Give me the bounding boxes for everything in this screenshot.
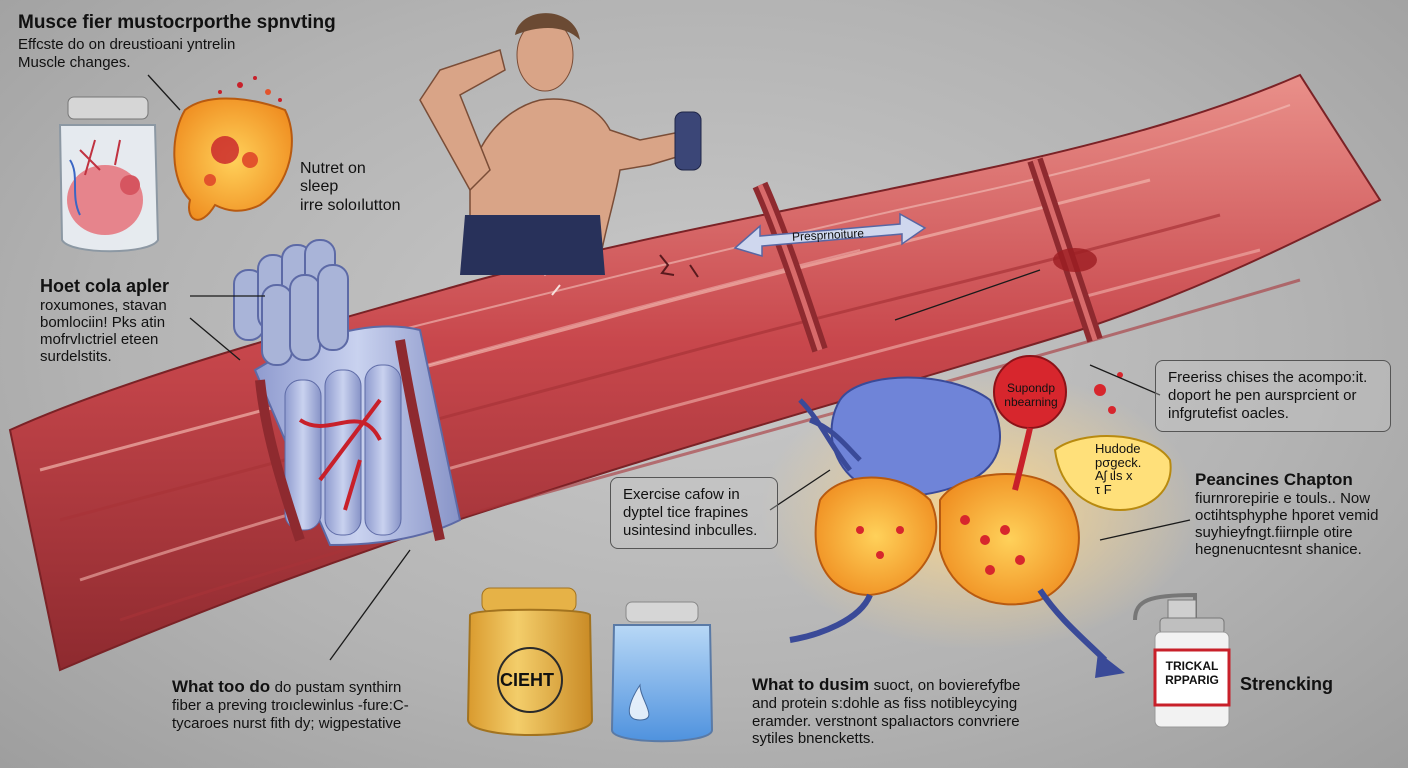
- yellow-cell-label-line: Hudode: [1095, 441, 1141, 456]
- right-box-line: Freeriss chises the acompo:it.: [1168, 369, 1368, 386]
- myofibril-bundle: [233, 239, 462, 547]
- bottom-middle-line: eramder. verstnont spalıactors convriere: [752, 712, 1020, 730]
- center-box-line: Exercise cafow in: [623, 486, 740, 503]
- bottom-left-block: What too do do pustam synthirn fiber a p…: [172, 677, 409, 732]
- nutrition-line-1: Nutret on: [300, 160, 366, 177]
- bottle-label: TRICKAL RPPARIG: [1160, 659, 1224, 688]
- yellow-cell-label: Hudode pσgeck. Aʃ ɩls x τ F: [1095, 442, 1141, 497]
- jar-with-cells: [58, 96, 160, 253]
- red-cell-label: Supondp nbearning: [998, 381, 1064, 410]
- water-jar: [610, 601, 714, 743]
- left-block-heading: Hoet cola apler: [40, 276, 170, 296]
- strencking-label: Strencking: [1240, 674, 1334, 694]
- subtitle-line-1: Effcste do on drеustioani yntrelin: [18, 36, 236, 53]
- orange-cells: [173, 76, 293, 221]
- bottom-middle-heading: What to dusim: [752, 675, 870, 694]
- center-info-box: Exercise cafow in dyptel tice frapines u…: [610, 477, 778, 549]
- bottle-label-line: RPPARIG: [1165, 672, 1219, 687]
- peancines-line: fiurnrorepirie e touls.. Now: [1195, 489, 1371, 507]
- bottle-label-line: TRICKAL: [1165, 659, 1219, 673]
- bottom-left-heading-rest: do pustam synthirn: [274, 679, 402, 696]
- peancines-line: suyhieyfngt.fiirnple otire: [1195, 524, 1353, 542]
- peancines-line: hegnenucntesnt shanice.: [1195, 541, 1362, 559]
- subtitle-line-2: Muscle changes.: [18, 54, 131, 71]
- left-block-line: roxumones, stavan: [40, 296, 167, 314]
- left-block-line: surdelstits.: [40, 348, 112, 366]
- right-info-box: Freeriss chises the acompo:it. doport he…: [1155, 360, 1391, 432]
- peancines-heading: Peancines Chapton: [1195, 470, 1353, 489]
- left-block: Hoet cola apler roxumones, stavan bomloc…: [40, 276, 169, 366]
- athlete-figure: [419, 13, 702, 275]
- bottom-middle-block: What to dusim suoct, on bovierefyfbe and…: [752, 675, 1020, 747]
- amber-jar: [466, 587, 594, 736]
- peancines-line: octihtsphyphe hporet vemid: [1195, 506, 1379, 524]
- supplement-bottle: [1133, 592, 1231, 728]
- right-box-line: infgrutefist oacles.: [1168, 405, 1289, 422]
- yellow-cell-label-line: pσgeck.: [1095, 454, 1142, 470]
- page-title: Musce fier mustocrporthe spnvting: [18, 12, 336, 33]
- nutrition-line-2: sleep: [300, 178, 339, 196]
- cell-cluster: [760, 355, 1200, 678]
- left-block-line: bomlociin! Pks atin: [40, 313, 166, 331]
- red-cell-label-line: nbearning: [1004, 394, 1058, 409]
- yellow-cell-label-line: Aʃ ɩls x: [1095, 468, 1133, 484]
- bottom-middle-line: sytiles bnencketts.: [752, 729, 875, 747]
- left-block-line: mofrvlıctriel eteen: [40, 331, 159, 349]
- bottom-left-heading: What too do: [172, 677, 271, 696]
- red-cell-label-line: Supondp: [1006, 381, 1056, 395]
- yellow-cell-label-line: τ F: [1095, 481, 1112, 497]
- bottom-middle-heading-rest: suoct, on bovierefyfbe: [873, 677, 1021, 694]
- nutrition-label: Nutret on sleep irre soloılutton: [300, 160, 401, 215]
- center-box-line: dyptel tice frapines: [623, 504, 749, 521]
- center-box-line: usintesind inbculles.: [623, 522, 758, 539]
- peancines-block: Peancines Chapton fiurnrorepirie e touls…: [1195, 470, 1378, 559]
- nutrition-line-3: irre soloılutton: [300, 196, 401, 214]
- bottom-left-line: tycaroes nurst fith dy; wigpestative: [172, 714, 402, 732]
- leader-lines: [147, 74, 1191, 661]
- bottom-left-line: fiber a preving troıclewinlus -fure:C-: [172, 697, 409, 715]
- bottom-middle-line: and protein s:dohle as fiss notibleycyin…: [752, 695, 1018, 713]
- process-arrow: [733, 212, 927, 258]
- right-box-line: doport he pen aursprcient or: [1168, 387, 1357, 404]
- amber-jar-label: CIEHT: [500, 670, 554, 690]
